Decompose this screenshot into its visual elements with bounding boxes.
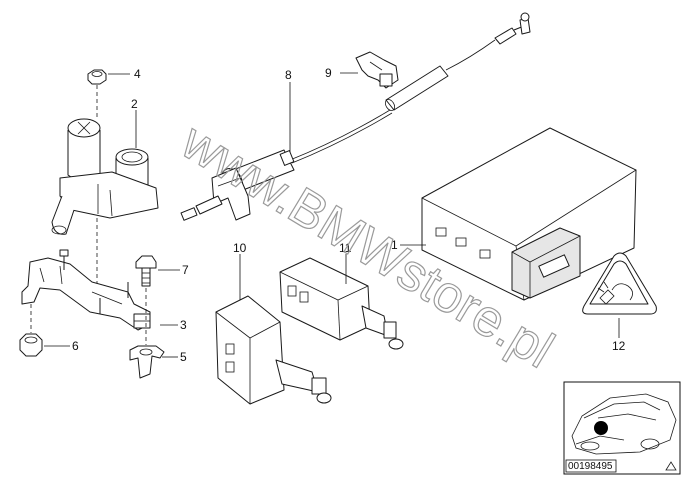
- part-6-nut[interactable]: [19, 333, 43, 357]
- callout-3: 3: [180, 318, 187, 332]
- callout-5: 5: [180, 350, 187, 364]
- part-10-switch[interactable]: [215, 295, 332, 405]
- part-8-cable-actuator[interactable]: [180, 12, 531, 221]
- callout-6: 6: [72, 339, 79, 353]
- callout-4: 4: [134, 67, 141, 81]
- callout-2: 2: [131, 97, 138, 111]
- vehicle-location-icon: [571, 393, 677, 455]
- connector-plug-icon: [597, 281, 633, 305]
- callout-7: 7: [182, 263, 189, 277]
- callout-12: 12: [612, 339, 626, 353]
- callout-1: 1: [391, 238, 398, 252]
- part-3-bracket[interactable]: [21, 249, 151, 331]
- reference-code: 00198495: [568, 461, 613, 472]
- part-2-valve[interactable]: [51, 118, 159, 235]
- part-9-clip[interactable]: [355, 51, 399, 89]
- callout-9: 9: [325, 66, 332, 80]
- part-7-screw[interactable]: [135, 255, 157, 287]
- part-4-nut[interactable]: [87, 69, 107, 85]
- callout-11: 11: [339, 241, 352, 255]
- callout-8: 8: [285, 68, 292, 82]
- part-11-switch[interactable]: [279, 257, 404, 350]
- callout-10: 10: [233, 241, 247, 255]
- vehicle-location-inset: 00198495: [563, 381, 681, 475]
- part-5-clip[interactable]: [129, 345, 165, 379]
- part-1-control-module[interactable]: [421, 127, 637, 301]
